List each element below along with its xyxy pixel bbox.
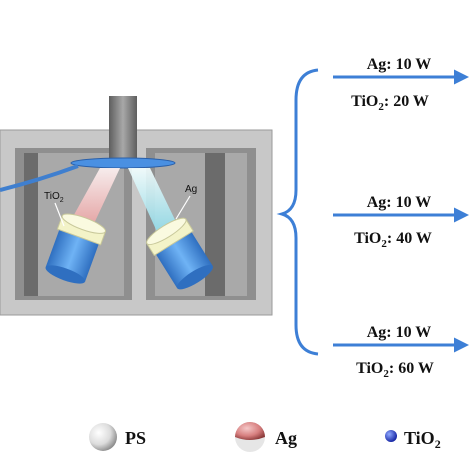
tio2-sputter-gun xyxy=(45,213,107,284)
condition-1-tio2: TiO2: 20 W xyxy=(351,93,429,113)
condition-2-tio2: TiO2: 40 W xyxy=(354,230,432,250)
substrate-plate xyxy=(70,157,176,169)
condition-1-ag: Ag: 10 W xyxy=(367,56,432,73)
ag-target-label: Ag xyxy=(185,184,197,195)
substrate-holder-shaft xyxy=(109,96,137,162)
tio2-plasma xyxy=(70,168,120,232)
condition-3-tio2: TiO2: 60 W xyxy=(356,360,434,380)
tio2-target-pointer xyxy=(54,202,65,227)
condition-3-ag: Ag: 10 W xyxy=(367,324,432,341)
condition-brace xyxy=(276,68,319,356)
legend-ag-label: Ag xyxy=(275,428,297,448)
ag-sputter-gun xyxy=(146,217,214,290)
tio2-target-label: TiO2 xyxy=(44,191,64,204)
legend: PS Ag TiO2 xyxy=(89,422,441,452)
legend-tio2-label: TiO2 xyxy=(404,428,441,451)
ag-plasma xyxy=(128,168,178,234)
half-coated-sphere-icon xyxy=(235,422,265,452)
condition-2-ag: Ag: 10 W xyxy=(367,194,432,211)
ag-target-pointer xyxy=(175,195,191,220)
blue-dot-icon xyxy=(385,430,397,442)
white-sphere-icon xyxy=(89,423,117,451)
cable xyxy=(0,164,79,192)
legend-ps-label: PS xyxy=(125,428,146,448)
